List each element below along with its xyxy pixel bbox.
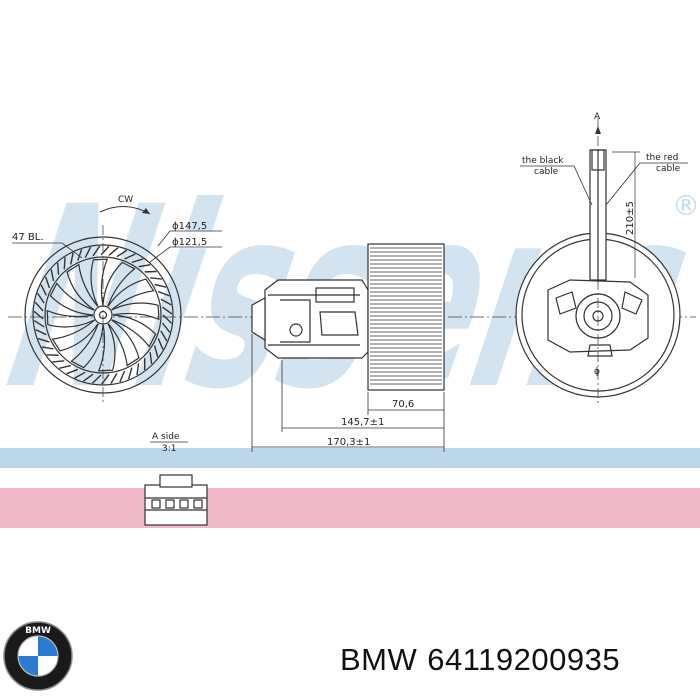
caption: BMW 64119200935	[340, 642, 630, 678]
drawing-stroke	[154, 283, 167, 288]
drawing-stroke	[157, 338, 164, 350]
drawing-stroke	[162, 306, 173, 315]
drawing-stroke	[59, 364, 71, 369]
drawing-stroke	[150, 277, 162, 280]
impeller-spoke	[51, 319, 99, 352]
label-a-arrow: A	[594, 112, 601, 122]
label-red-cable-1: the red	[646, 153, 678, 163]
label-black-cable-1: the black	[522, 156, 564, 166]
label-black-cable-2: cable	[534, 167, 559, 177]
drawing-stroke	[110, 373, 118, 384]
drawing-stroke	[124, 253, 136, 260]
drawing-stroke	[52, 360, 65, 363]
dim-70-6: 70,6	[392, 399, 414, 410]
connector-a-side	[144, 474, 208, 526]
impeller-spoke	[66, 263, 99, 311]
drawing-stroke	[162, 314, 172, 324]
drawing-stroke	[74, 371, 86, 379]
bmw-logo: BMW	[3, 621, 73, 691]
drawing-stroke	[128, 367, 133, 380]
drawing-stroke	[116, 249, 128, 258]
drawing-stroke	[66, 368, 78, 375]
drawing-stroke	[108, 247, 119, 256]
pink-band	[0, 488, 700, 528]
drawing-stroke	[40, 284, 47, 296]
watermark-registered: ®	[672, 189, 700, 222]
impeller-spoke	[107, 319, 140, 367]
label-blade-count: 47 BL.	[12, 232, 44, 243]
drawing-stroke	[33, 319, 45, 328]
drawing-stroke	[84, 246, 92, 259]
label-cable-length: 210±5	[625, 201, 636, 235]
drawing-stroke	[50, 269, 55, 282]
impeller-spoke	[97, 323, 116, 372]
drawing-stroke	[160, 330, 168, 342]
blower-back-view	[515, 118, 681, 405]
label-a-side: A side	[152, 432, 180, 442]
dim-170-3: 170,3±1	[327, 437, 370, 448]
bmw-logo-letters: BMW	[25, 626, 51, 636]
impeller-spoke	[70, 323, 104, 369]
dim-145-7: 145,7±1	[341, 417, 384, 428]
drawing-stroke	[70, 252, 74, 265]
caption-brand: BMW	[340, 642, 418, 677]
label-phi: ϕ	[594, 367, 600, 377]
drawing-stroke	[33, 310, 44, 320]
impeller-spoke	[111, 314, 157, 348]
dimension-lines	[251, 334, 445, 452]
impeller-spoke	[111, 302, 160, 321]
drawing-stroke	[36, 292, 45, 304]
drawing-stroke	[131, 258, 144, 264]
drawing-stroke	[157, 290, 170, 297]
drawing-stroke	[160, 298, 172, 306]
impeller-spoke	[90, 258, 109, 307]
drawing-stroke	[153, 345, 159, 358]
impeller-spoke	[46, 309, 95, 328]
drawing-stroke	[77, 249, 83, 261]
impeller-spoke	[102, 261, 136, 307]
label-scale: 3:1	[162, 444, 176, 454]
caption-part-number: 64119200935	[427, 642, 621, 677]
drawing-stroke	[149, 352, 153, 365]
drawing-stroke	[57, 262, 60, 275]
drawing-stroke	[161, 322, 171, 333]
drawing-stroke	[83, 373, 94, 382]
label-cw: CW	[118, 195, 133, 205]
label-diameter-outer: ϕ147,5	[172, 221, 207, 232]
drawing-stroke	[37, 337, 50, 343]
drawing-stroke	[92, 245, 101, 257]
drawing-stroke	[138, 264, 151, 268]
impeller-spoke	[49, 282, 95, 316]
cw-arrow-head	[142, 208, 150, 214]
drawing-stroke	[136, 363, 140, 376]
blue-band	[0, 448, 700, 468]
blower-side-view	[251, 243, 445, 391]
drawing-stroke	[119, 370, 126, 383]
drawing-stroke	[34, 301, 44, 312]
drawing-stroke	[35, 329, 47, 336]
drawing-stroke	[100, 245, 110, 256]
drawing-stroke	[91, 374, 102, 384]
drawing-stroke	[63, 257, 66, 270]
drawing-stroke	[41, 346, 54, 350]
drawing-stroke	[44, 276, 51, 289]
label-red-cable-2: cable	[656, 164, 681, 174]
label-diameter-inner: ϕ121,5	[172, 237, 207, 248]
impeller-front-view	[24, 225, 182, 405]
impeller-spoke	[107, 278, 155, 311]
